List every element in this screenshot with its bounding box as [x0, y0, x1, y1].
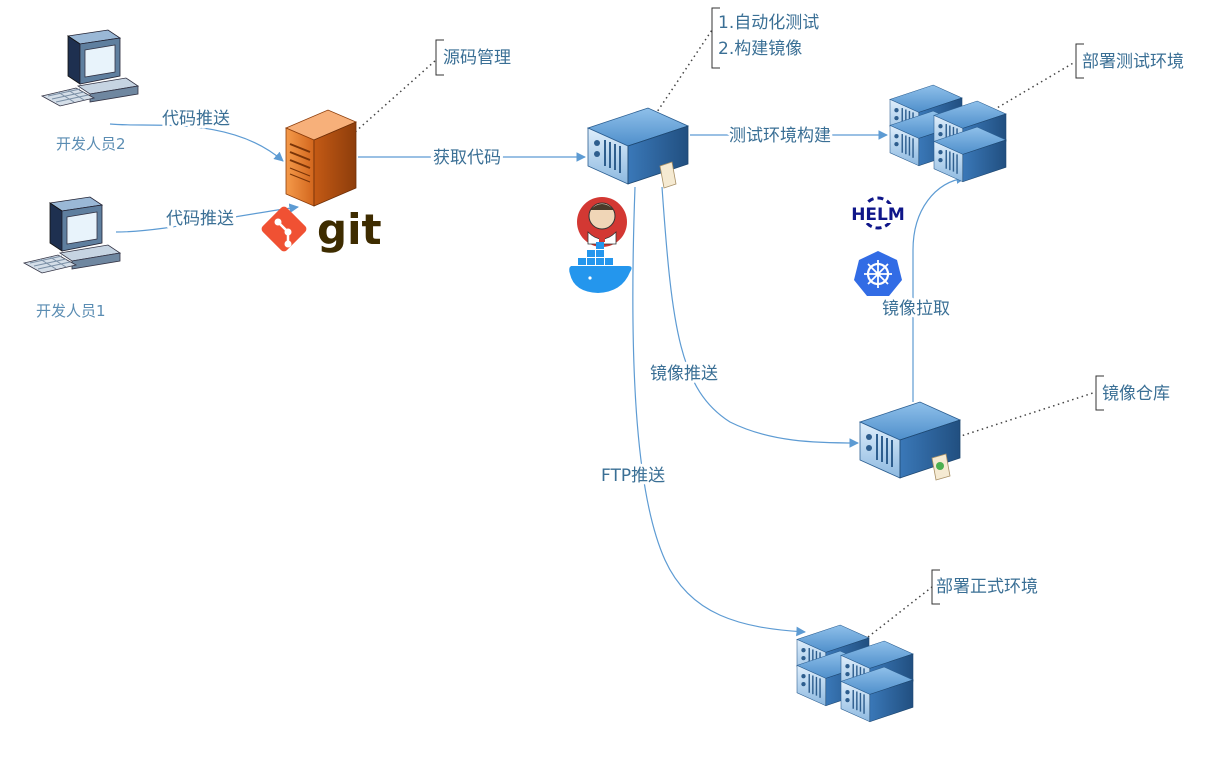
- desktop-computer-icon: [41, 29, 139, 107]
- image-registry-node: [859, 401, 961, 481]
- developer-1-label: 开发人员1: [36, 302, 106, 320]
- developer-2-node: 开发人员2: [41, 29, 139, 153]
- helm-icon: HELM: [848, 196, 908, 230]
- edge-label-image-pull: 镜像拉取: [882, 299, 950, 319]
- bracket-test-env: [1075, 43, 1084, 79]
- document-icon: [659, 161, 677, 189]
- annotation-deploy-prod: 部署正式环境: [936, 577, 1038, 597]
- bracket-ci-tasks: [711, 7, 720, 69]
- production-environment-node: [797, 625, 913, 722]
- kubernetes-icon: [854, 251, 902, 296]
- annotation-source-control: 源码管理: [443, 48, 511, 68]
- leader-prod-env: [867, 586, 933, 638]
- edge-label-push-code-bottom: 代码推送: [166, 209, 234, 229]
- edge-label-image-push: 镜像推送: [650, 364, 718, 384]
- server-cluster-icon: [890, 85, 1006, 182]
- jenkins-icon: [577, 197, 627, 247]
- annotation-ci-task-2: 2.构建镜像: [718, 39, 802, 59]
- edge-label-ftp-push: FTP推送: [601, 466, 665, 486]
- annotation-ci-task-1: 1.自动化测试: [718, 13, 819, 33]
- edge-label-push-code-top: 代码推送: [162, 109, 230, 129]
- git-server-node: git: [261, 109, 382, 254]
- test-environment-node: HELM: [848, 85, 1006, 296]
- bracket-prod-env: [931, 569, 940, 605]
- helm-logo-text: HELM: [851, 205, 905, 225]
- edge-label-test-env-build: 测试环境构建: [729, 126, 831, 146]
- bracket-source-control: [435, 39, 444, 76]
- docker-icon: [569, 242, 632, 293]
- developer-2-label: 开发人员2: [56, 135, 126, 153]
- developer-1-node: 开发人员1: [23, 196, 121, 320]
- bracket-image-repo: [1095, 375, 1104, 411]
- edge-dev2-to-git: [109, 123, 284, 162]
- edge-registry-to-test: [912, 174, 966, 402]
- registry-badge-icon: [931, 453, 951, 481]
- server-cluster-icon: [797, 625, 913, 722]
- git-logo-icon: git: [261, 205, 382, 254]
- leader-ci-tasks: [654, 29, 713, 116]
- annotation-deploy-test: 部署测试环境: [1082, 52, 1184, 72]
- git-logo-text: git: [317, 205, 382, 254]
- annotation-image-repo: 镜像仓库: [1102, 384, 1170, 404]
- edge-ci-to-registry: [661, 186, 859, 448]
- leader-image-repo: [957, 391, 1097, 438]
- desktop-computer-icon: [23, 196, 121, 274]
- git-server-icon: [284, 109, 358, 207]
- edge-dev1-to-git: [115, 203, 299, 233]
- ci-build-server-node: [569, 107, 689, 293]
- leader-test-env: [984, 61, 1076, 116]
- edge-ci-to-prod: [632, 186, 806, 637]
- edge-label-fetch-code: 获取代码: [433, 148, 501, 168]
